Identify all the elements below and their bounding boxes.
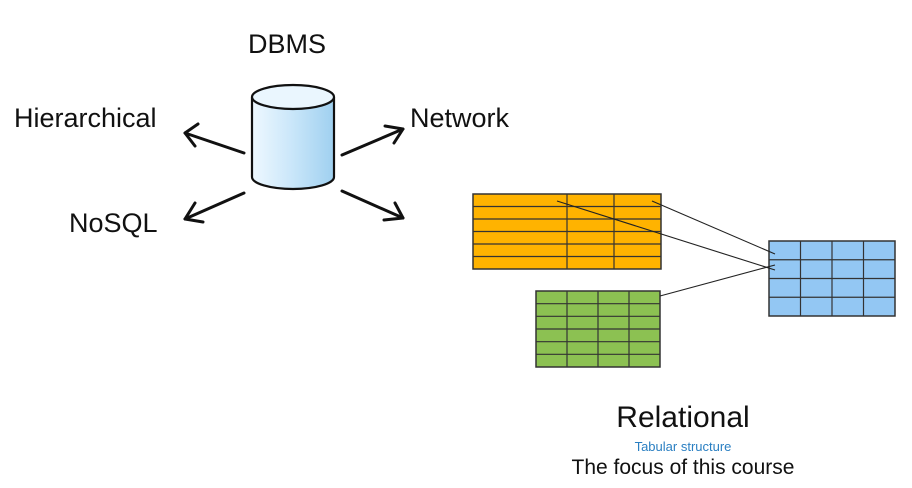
relation-line <box>659 264 776 297</box>
network-label: Network <box>410 103 510 133</box>
arrow-to-nosql <box>183 191 246 224</box>
relationship-lines <box>556 200 776 297</box>
hierarchical-label: Hierarchical <box>14 103 157 133</box>
relational-focus-note: The focus of this course <box>571 456 795 479</box>
database-cylinder-icon <box>250 83 336 191</box>
green-table <box>535 290 661 368</box>
relation-line <box>651 200 776 255</box>
arrow-to-relational <box>340 189 405 222</box>
orange-table <box>472 193 662 270</box>
arrow-to-network <box>340 124 405 157</box>
nosql-label: NoSQL <box>69 208 158 238</box>
dbms-title: DBMS <box>248 29 327 59</box>
arrow-to-hierarchical <box>183 122 246 155</box>
blue-table <box>768 240 896 317</box>
relational-label: Relational <box>616 401 750 434</box>
relational-subtitle: Tabular structure <box>634 439 732 454</box>
relation-line <box>556 200 776 271</box>
